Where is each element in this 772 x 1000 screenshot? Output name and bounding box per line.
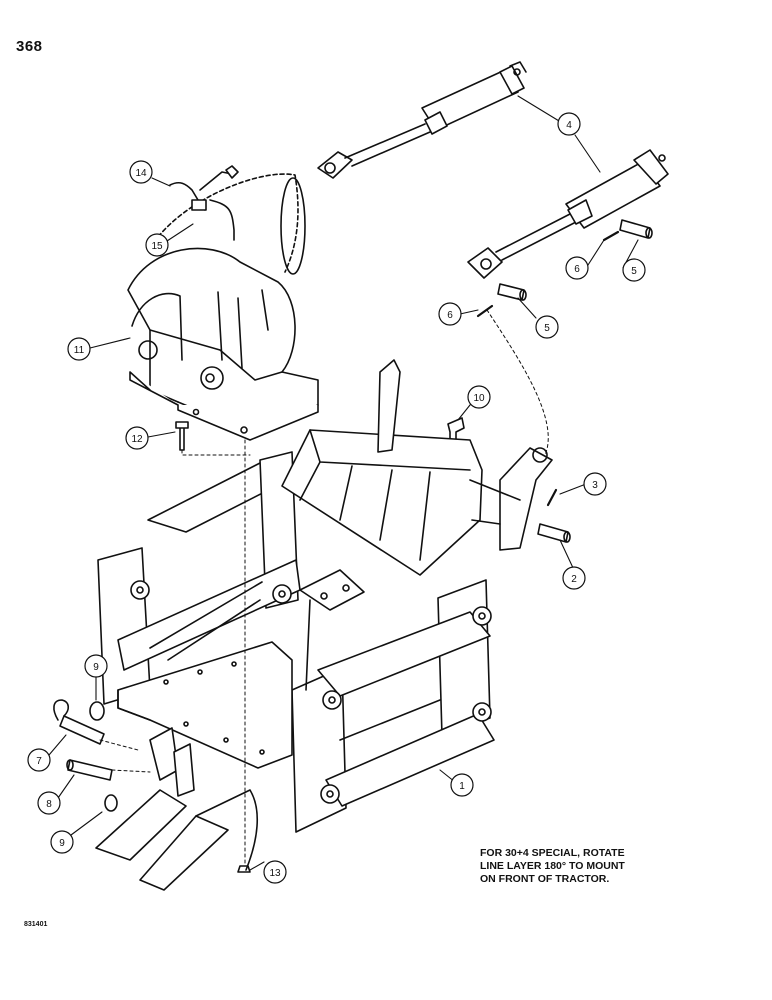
- svg-text:5: 5: [631, 266, 637, 277]
- svg-text:8: 8: [46, 799, 52, 810]
- callout-13: 13: [263, 860, 287, 884]
- main-frame: [97, 359, 553, 833]
- svg-text:7: 7: [36, 756, 42, 767]
- callout-9-lower: 9: [50, 830, 74, 854]
- callout-7: 7: [27, 748, 51, 772]
- hydraulic-cylinder-lower: [467, 149, 669, 279]
- svg-text:2: 2: [571, 574, 577, 585]
- callout-3: 3: [583, 472, 607, 496]
- note-line: LINE LAYER 180° TO MOUNT: [480, 860, 625, 872]
- callout-1: 1: [450, 773, 474, 797]
- callout-8: 8: [37, 791, 61, 815]
- hose-fitting: [169, 165, 239, 241]
- callout-6-lower: 6: [438, 302, 462, 326]
- svg-text:13: 13: [269, 868, 281, 879]
- callout-5-lower: 5: [535, 315, 559, 339]
- callouts: 14 15 11 12 4 6 5 6 5 10 3 2 9 7 8 9 13 …: [27, 112, 646, 884]
- callout-5-upper: 5: [622, 258, 646, 282]
- callout-14: 14: [129, 160, 153, 184]
- svg-text:3: 3: [592, 480, 598, 491]
- svg-text:9: 9: [59, 838, 65, 849]
- page-number: 368: [16, 38, 43, 55]
- callout-15: 15: [145, 233, 169, 257]
- svg-text:1: 1: [459, 781, 465, 792]
- alignment-lines: [99, 309, 549, 867]
- svg-text:9: 9: [93, 662, 99, 673]
- svg-text:5: 5: [544, 323, 550, 334]
- svg-text:10: 10: [473, 393, 485, 404]
- callout-12: 12: [125, 426, 149, 450]
- svg-text:11: 11: [74, 345, 85, 356]
- callout-6-upper: 6: [565, 256, 589, 280]
- svg-text:6: 6: [447, 310, 453, 321]
- note-line: ON FRONT OF TRACTOR.: [480, 873, 610, 885]
- callout-10: 10: [467, 385, 491, 409]
- figure-code: 831401: [24, 921, 48, 928]
- gearbox-housing: [127, 173, 319, 441]
- callout-9-upper: 9: [84, 654, 108, 678]
- rotation-note: FOR 30+4 SPECIAL, ROTATE LINE LAYER 180°…: [480, 847, 670, 886]
- callout-11: 11: [67, 337, 91, 361]
- note-line: FOR 30+4 SPECIAL, ROTATE: [480, 847, 625, 859]
- svg-text:4: 4: [566, 120, 572, 131]
- svg-text:12: 12: [131, 434, 143, 445]
- hydraulic-cylinder-upper: [317, 61, 527, 179]
- svg-text:15: 15: [151, 241, 163, 252]
- svg-text:14: 14: [135, 168, 147, 179]
- base-plate-blade: [53, 641, 293, 891]
- svg-text:6: 6: [574, 264, 580, 275]
- callout-2: 2: [562, 566, 586, 590]
- callout-4: 4: [557, 112, 581, 136]
- leader-lines: [48, 95, 639, 871]
